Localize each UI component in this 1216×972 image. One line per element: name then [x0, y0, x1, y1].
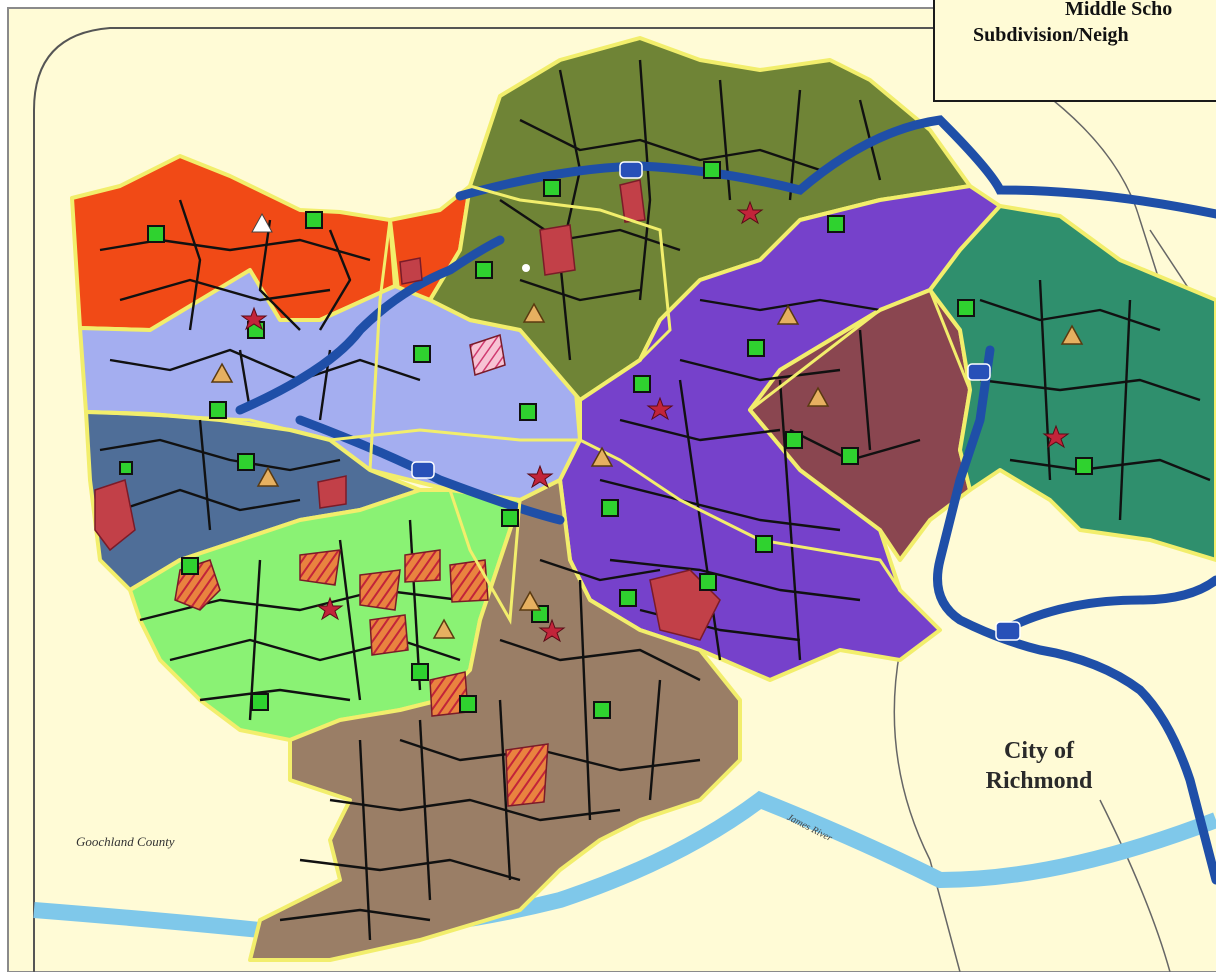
star-marker: [736, 200, 764, 225]
school-marker: [459, 695, 477, 713]
school-marker: [209, 401, 227, 419]
triangle-marker: [432, 618, 456, 639]
legend-line-subdivision: Subdivision/Neigh: [973, 24, 1129, 46]
interstate-64-city: [995, 575, 1216, 637]
star-marker: [526, 464, 554, 489]
interstate-shield-icon: [411, 461, 435, 479]
triangle-marker: [590, 446, 614, 467]
neighborhood-patch: [619, 179, 646, 223]
county-label: Goochland County: [76, 834, 175, 849]
star-marker: [316, 596, 344, 621]
school-marker: [543, 179, 561, 197]
school-marker: [181, 557, 199, 575]
legend-line-middle-school: Middle Scho: [1065, 0, 1173, 20]
neighborhood-patch: [469, 334, 506, 376]
school-marker: [827, 215, 845, 233]
interstate-shield-icon: [619, 161, 643, 179]
neighborhood-patch: [539, 224, 576, 276]
school-marker: [519, 403, 537, 421]
school-marker: [119, 461, 133, 475]
interstate-64-west: [235, 235, 505, 415]
neighborhood-patch: [317, 475, 347, 509]
map-inner-frame: [33, 27, 1216, 972]
district-brown: [248, 478, 742, 962]
interstate-shields: [411, 161, 1021, 641]
triangle-marker: [522, 302, 546, 323]
neighborhood-patch: [94, 479, 136, 552]
star-marker: [538, 618, 566, 643]
school-markers: [119, 161, 1093, 719]
neighborhood-patch: [449, 559, 489, 603]
interstate-shield-icon: [967, 363, 991, 381]
school-marker: [305, 211, 323, 229]
star-marker: [1042, 424, 1070, 449]
school-marker: [957, 299, 975, 317]
interstate-shield-icon: [995, 621, 1021, 641]
neighborhood-patch: [369, 614, 409, 656]
school-marker: [1075, 457, 1093, 475]
school-marker: [593, 701, 611, 719]
school-marker: [475, 261, 493, 279]
triangle-marker: [256, 466, 280, 487]
neighborhood-patch: [299, 549, 341, 586]
star-markers: [240, 200, 1070, 643]
neighborhood-patch: [404, 549, 441, 583]
triangle-marker: [776, 304, 800, 325]
school-marker: [411, 663, 429, 681]
neighborhood-patch: [505, 743, 549, 807]
triangle-marker: [1060, 324, 1084, 345]
neighborhood-patch: [359, 569, 401, 611]
school-marker: [413, 345, 431, 363]
school-marker: [501, 509, 519, 527]
triangle-marker: [518, 590, 542, 611]
school-marker: [699, 573, 717, 591]
school-marker: [601, 499, 619, 517]
white-star-marker: [522, 264, 530, 272]
school-marker: [785, 431, 803, 449]
interstate-95: [933, 345, 1216, 885]
school-marker: [703, 161, 721, 179]
triangle-marker: [210, 362, 234, 383]
school-marker: [251, 693, 269, 711]
highways: [235, 115, 1216, 885]
star-marker: [646, 396, 674, 421]
school-marker: [755, 535, 773, 553]
legend: Middle Scho Subdivision/Neigh: [933, 0, 1216, 102]
school-marker: [237, 453, 255, 471]
school-marker: [633, 375, 651, 393]
school-marker: [747, 339, 765, 357]
interstate-295: [455, 115, 1216, 219]
school-marker: [841, 447, 859, 465]
school-marker: [147, 225, 165, 243]
james-river: [33, 790, 1216, 940]
city-label-line1: City of: [1004, 738, 1074, 764]
neighborhoods: [94, 179, 721, 807]
star-marker: [240, 306, 268, 331]
school-marker: [619, 589, 637, 607]
neighborhood-patch: [399, 257, 423, 285]
city-label-line2: Richmond: [985, 768, 1093, 794]
triangle-markers: [210, 302, 1084, 639]
triangle-marker: [806, 386, 830, 407]
city-label: City of Richmond: [964, 736, 1114, 796]
triangle-marker-white: [251, 212, 273, 233]
